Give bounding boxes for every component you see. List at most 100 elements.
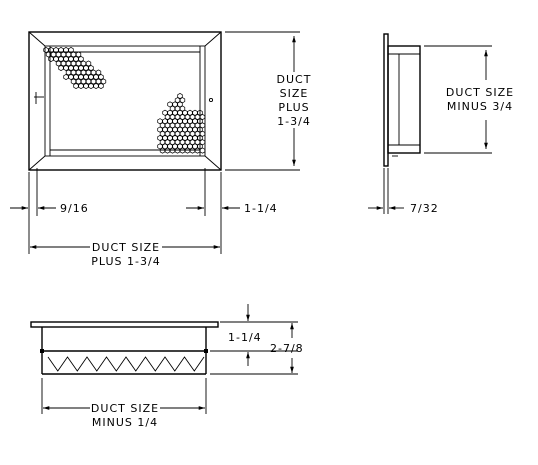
- perforation-cell: [58, 55, 64, 63]
- front-outer-frame: [28, 31, 222, 171]
- perforation-cell: [55, 60, 62, 67]
- perforation-cell: [162, 109, 168, 116]
- side-height-label-1: DUCT SIZE: [446, 86, 514, 99]
- perforation-cell: [172, 101, 178, 108]
- perforation-cell: [197, 134, 203, 142]
- perforation-cell: [88, 73, 94, 81]
- perforation-cell: [182, 109, 188, 116]
- perforation-cell: [184, 113, 191, 121]
- perforation-cell: [187, 143, 193, 150]
- perforation-cell: [73, 55, 79, 63]
- perforation-cell: [189, 113, 196, 121]
- perforation-cell: [182, 143, 188, 150]
- bottom-flange: [30, 321, 219, 328]
- perforation-cell: [182, 118, 188, 125]
- perforation-cell: [98, 82, 104, 90]
- perforation-cell: [75, 78, 82, 85]
- perforation-cell: [189, 122, 196, 129]
- perforation-cell: [85, 78, 92, 85]
- front-miter-tr: [204, 31, 222, 47]
- perforation-cell: [53, 46, 59, 54]
- perforation-cell: [157, 126, 163, 133]
- front-view: DUCT SIZE PLUS 1-3/4 9/16 1-1/4 DUCT SIZ…: [10, 31, 312, 268]
- perforation-cell: [167, 134, 173, 142]
- flange-right-label: 1-1/4: [244, 202, 278, 215]
- perforation-cell: [93, 73, 99, 81]
- perforation-cell: [192, 134, 198, 142]
- perforation-cell: [50, 51, 57, 58]
- perforation-cell: [194, 139, 201, 146]
- perforation-cell: [174, 97, 181, 104]
- front-height-label-1: DUCT: [277, 73, 312, 86]
- perforation-cell: [65, 69, 72, 76]
- perforation-cell: [182, 126, 188, 133]
- perforation-cell: [197, 109, 203, 116]
- side-height-label-2: MINUS 3/4: [447, 100, 513, 113]
- perforation-cell: [68, 73, 74, 81]
- perforation-cell: [189, 130, 196, 137]
- perforation-cell: [73, 64, 79, 72]
- perforation-cell: [167, 143, 173, 150]
- perforation-cell: [192, 126, 198, 133]
- perforation-cell: [83, 82, 89, 90]
- perforation-cell: [179, 130, 186, 137]
- perforation-cell: [83, 73, 89, 81]
- perforation-cell: [177, 126, 183, 133]
- perforation-cell: [167, 109, 173, 116]
- front-miter-bl: [28, 155, 46, 171]
- perforation-cell: [80, 78, 87, 85]
- perforation-cell: [179, 139, 186, 146]
- perforation-cell: [174, 147, 181, 154]
- perforation-cell: [197, 143, 203, 150]
- perforation-cell: [85, 60, 92, 67]
- perforation-cell: [159, 122, 166, 129]
- perforation-cell: [194, 147, 201, 154]
- perforation-cell: [60, 60, 67, 67]
- perforation-cell: [189, 139, 196, 146]
- perforation-cell: [157, 134, 163, 142]
- latch-icon: [208, 97, 214, 103]
- front-width-label-2: PLUS 1-3/4: [91, 255, 160, 268]
- perforation-cell: [169, 139, 176, 146]
- perforation-cell: [157, 143, 163, 150]
- perforation-cell: [78, 82, 84, 90]
- perforation-cell: [159, 147, 166, 154]
- perforation-cell: [167, 126, 173, 133]
- perforation-cell: [169, 122, 176, 129]
- perforation-cell: [182, 134, 188, 142]
- perforation-cell: [95, 78, 102, 85]
- perforation-cell: [174, 122, 181, 129]
- perforation-cell: [189, 147, 196, 154]
- perforation-pattern-bottom-right: [157, 92, 206, 154]
- perforation-cell: [197, 118, 203, 125]
- perforation-cell: [48, 55, 54, 63]
- perforation-cell: [88, 82, 94, 90]
- perforation-cell: [184, 139, 191, 146]
- front-height-label-2: SIZE: [280, 87, 309, 100]
- perforation-cell: [177, 143, 183, 150]
- perforation-cell: [177, 118, 183, 125]
- perforation-cell: [184, 122, 191, 129]
- bottom-width-label-1: DUCT SIZE: [91, 402, 159, 415]
- perforation-cell: [199, 122, 206, 129]
- perforation-cell: [177, 134, 183, 142]
- perforation-cell: [90, 78, 97, 85]
- front-height-label-4: 1-3/4: [277, 115, 311, 128]
- bottom-width-label-2: MINUS 1/4: [92, 416, 158, 429]
- perforation-cell: [80, 60, 87, 67]
- perforation-cell: [159, 130, 166, 137]
- perforation-cell: [187, 134, 193, 142]
- perforation-cell: [63, 73, 69, 81]
- perforation-cell: [199, 113, 206, 121]
- perforation-cell: [68, 64, 74, 72]
- perforation-cell: [48, 46, 54, 54]
- thickness-label: 7/32: [410, 202, 439, 215]
- perforation-cell: [58, 46, 64, 54]
- perforation-cell: [179, 97, 186, 104]
- perforation-cell: [85, 69, 92, 76]
- perforation-cell: [70, 78, 77, 85]
- perforation-cell: [192, 118, 198, 125]
- bottom-view: 1-1/4 2-7/8 DUCT SIZE MINUS 1/4: [30, 304, 303, 429]
- perforation-cell: [73, 82, 79, 90]
- perforation-cell: [177, 109, 183, 116]
